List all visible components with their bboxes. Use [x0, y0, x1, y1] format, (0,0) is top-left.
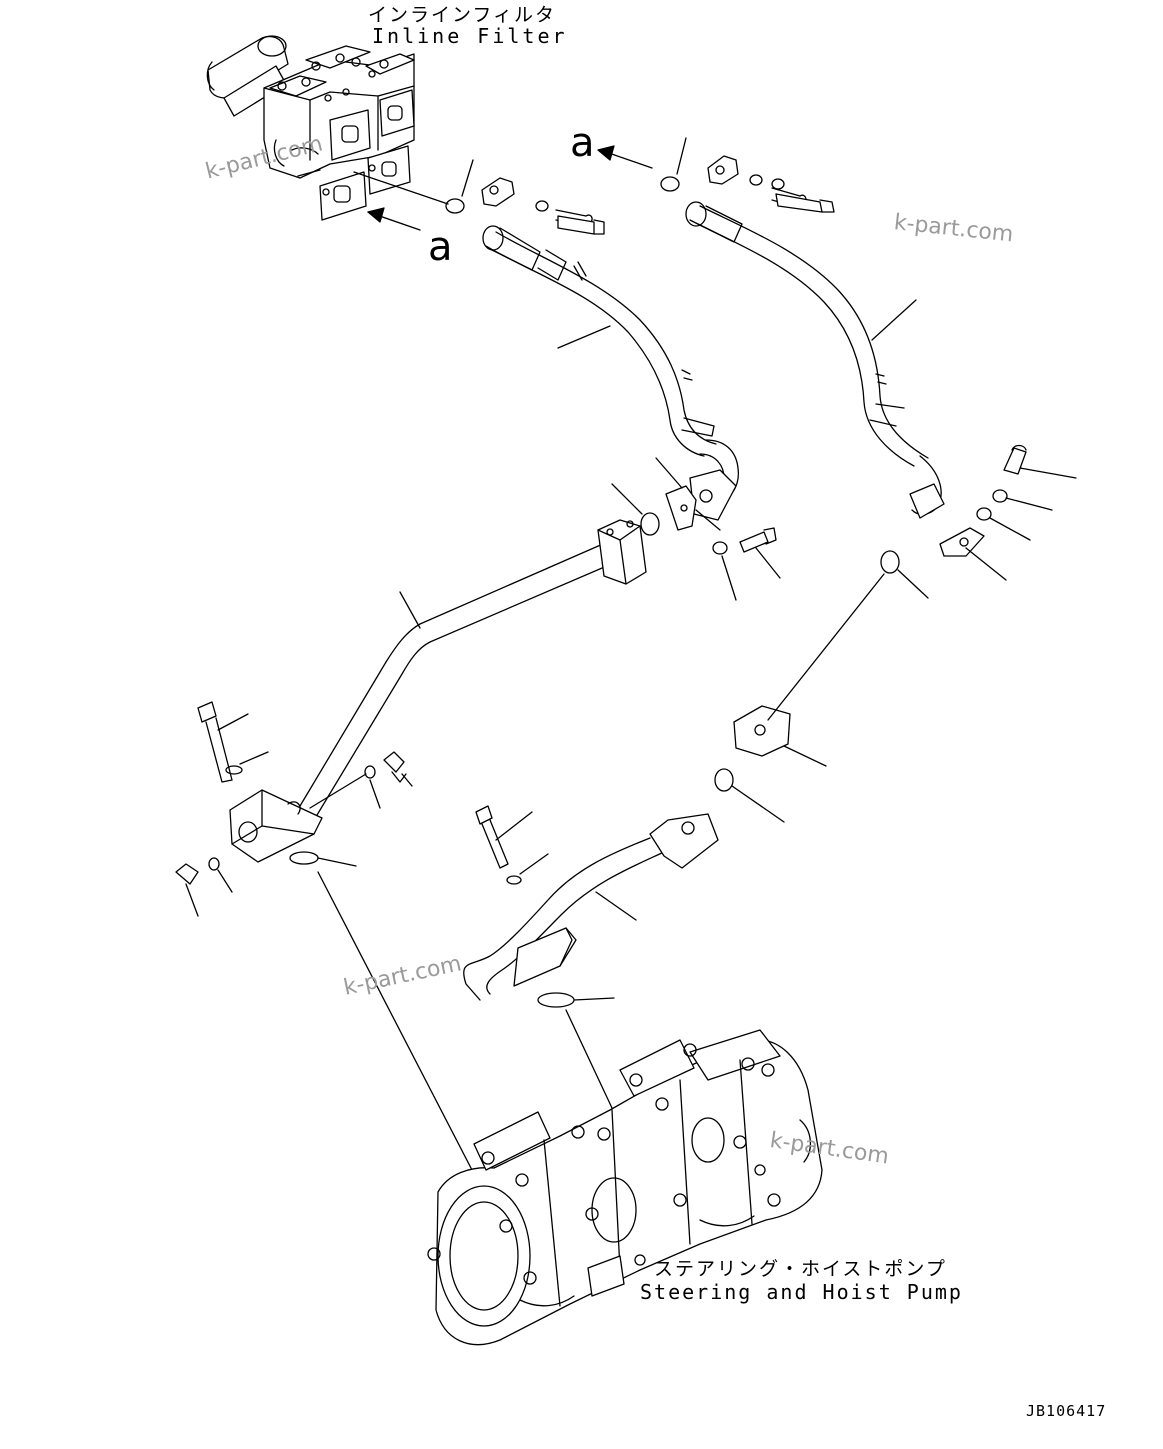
inline-filter-assembly	[207, 36, 414, 220]
hose-right	[686, 156, 944, 518]
bolt-set-left	[176, 702, 412, 916]
view-arrow-top-label: a	[570, 120, 595, 166]
view-arrow-left-label: a	[428, 224, 453, 270]
center-fittings	[612, 458, 780, 600]
inline-filter-label-en: Inline Filter	[372, 24, 568, 48]
steering-hoist-pump	[428, 1030, 822, 1345]
drawing-code: JB106417	[1026, 1402, 1107, 1420]
view-arrow-top	[598, 146, 652, 168]
right-fittings	[940, 446, 1076, 581]
pump-label-en: Steering and Hoist Pump	[640, 1280, 963, 1304]
view-arrow-left	[368, 208, 420, 230]
hose-left	[482, 178, 738, 520]
steel-tube-right	[464, 551, 928, 1007]
pump-label-jp: ステアリング・ホイストポンプ	[654, 1258, 947, 1280]
o-ring-2	[661, 177, 679, 191]
o-ring-1	[446, 199, 464, 213]
bolt-group-top-right	[558, 179, 834, 234]
steel-tube-left	[230, 520, 646, 862]
inline-filter-label-jp: インラインフィルタ	[368, 4, 557, 26]
leader-line	[566, 1010, 612, 1108]
leader-line	[318, 872, 472, 1170]
